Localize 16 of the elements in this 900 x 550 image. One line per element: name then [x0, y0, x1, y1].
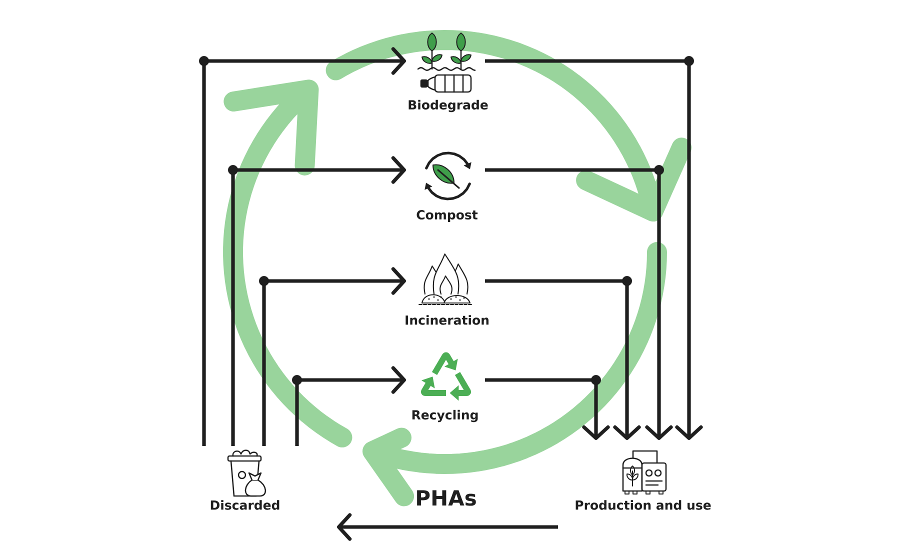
arrow: [202, 47, 406, 446]
node-label: Production and use: [576, 500, 711, 510]
arrow: [485, 378, 610, 440]
arrow: [485, 168, 673, 440]
arrow: [295, 366, 406, 446]
node-label: Incineration: [406, 315, 489, 325]
arrow: [485, 279, 641, 440]
title: PHAs: [417, 490, 476, 506]
arrow: [485, 59, 703, 440]
node-label: Discarded: [210, 500, 280, 510]
node-label: Biodegrade: [408, 100, 488, 112]
node-label: Recycling: [412, 410, 478, 422]
arrow: [231, 156, 406, 446]
arrow: [337, 513, 558, 541]
arrow: [262, 267, 406, 446]
node-label: Compost: [416, 210, 478, 222]
